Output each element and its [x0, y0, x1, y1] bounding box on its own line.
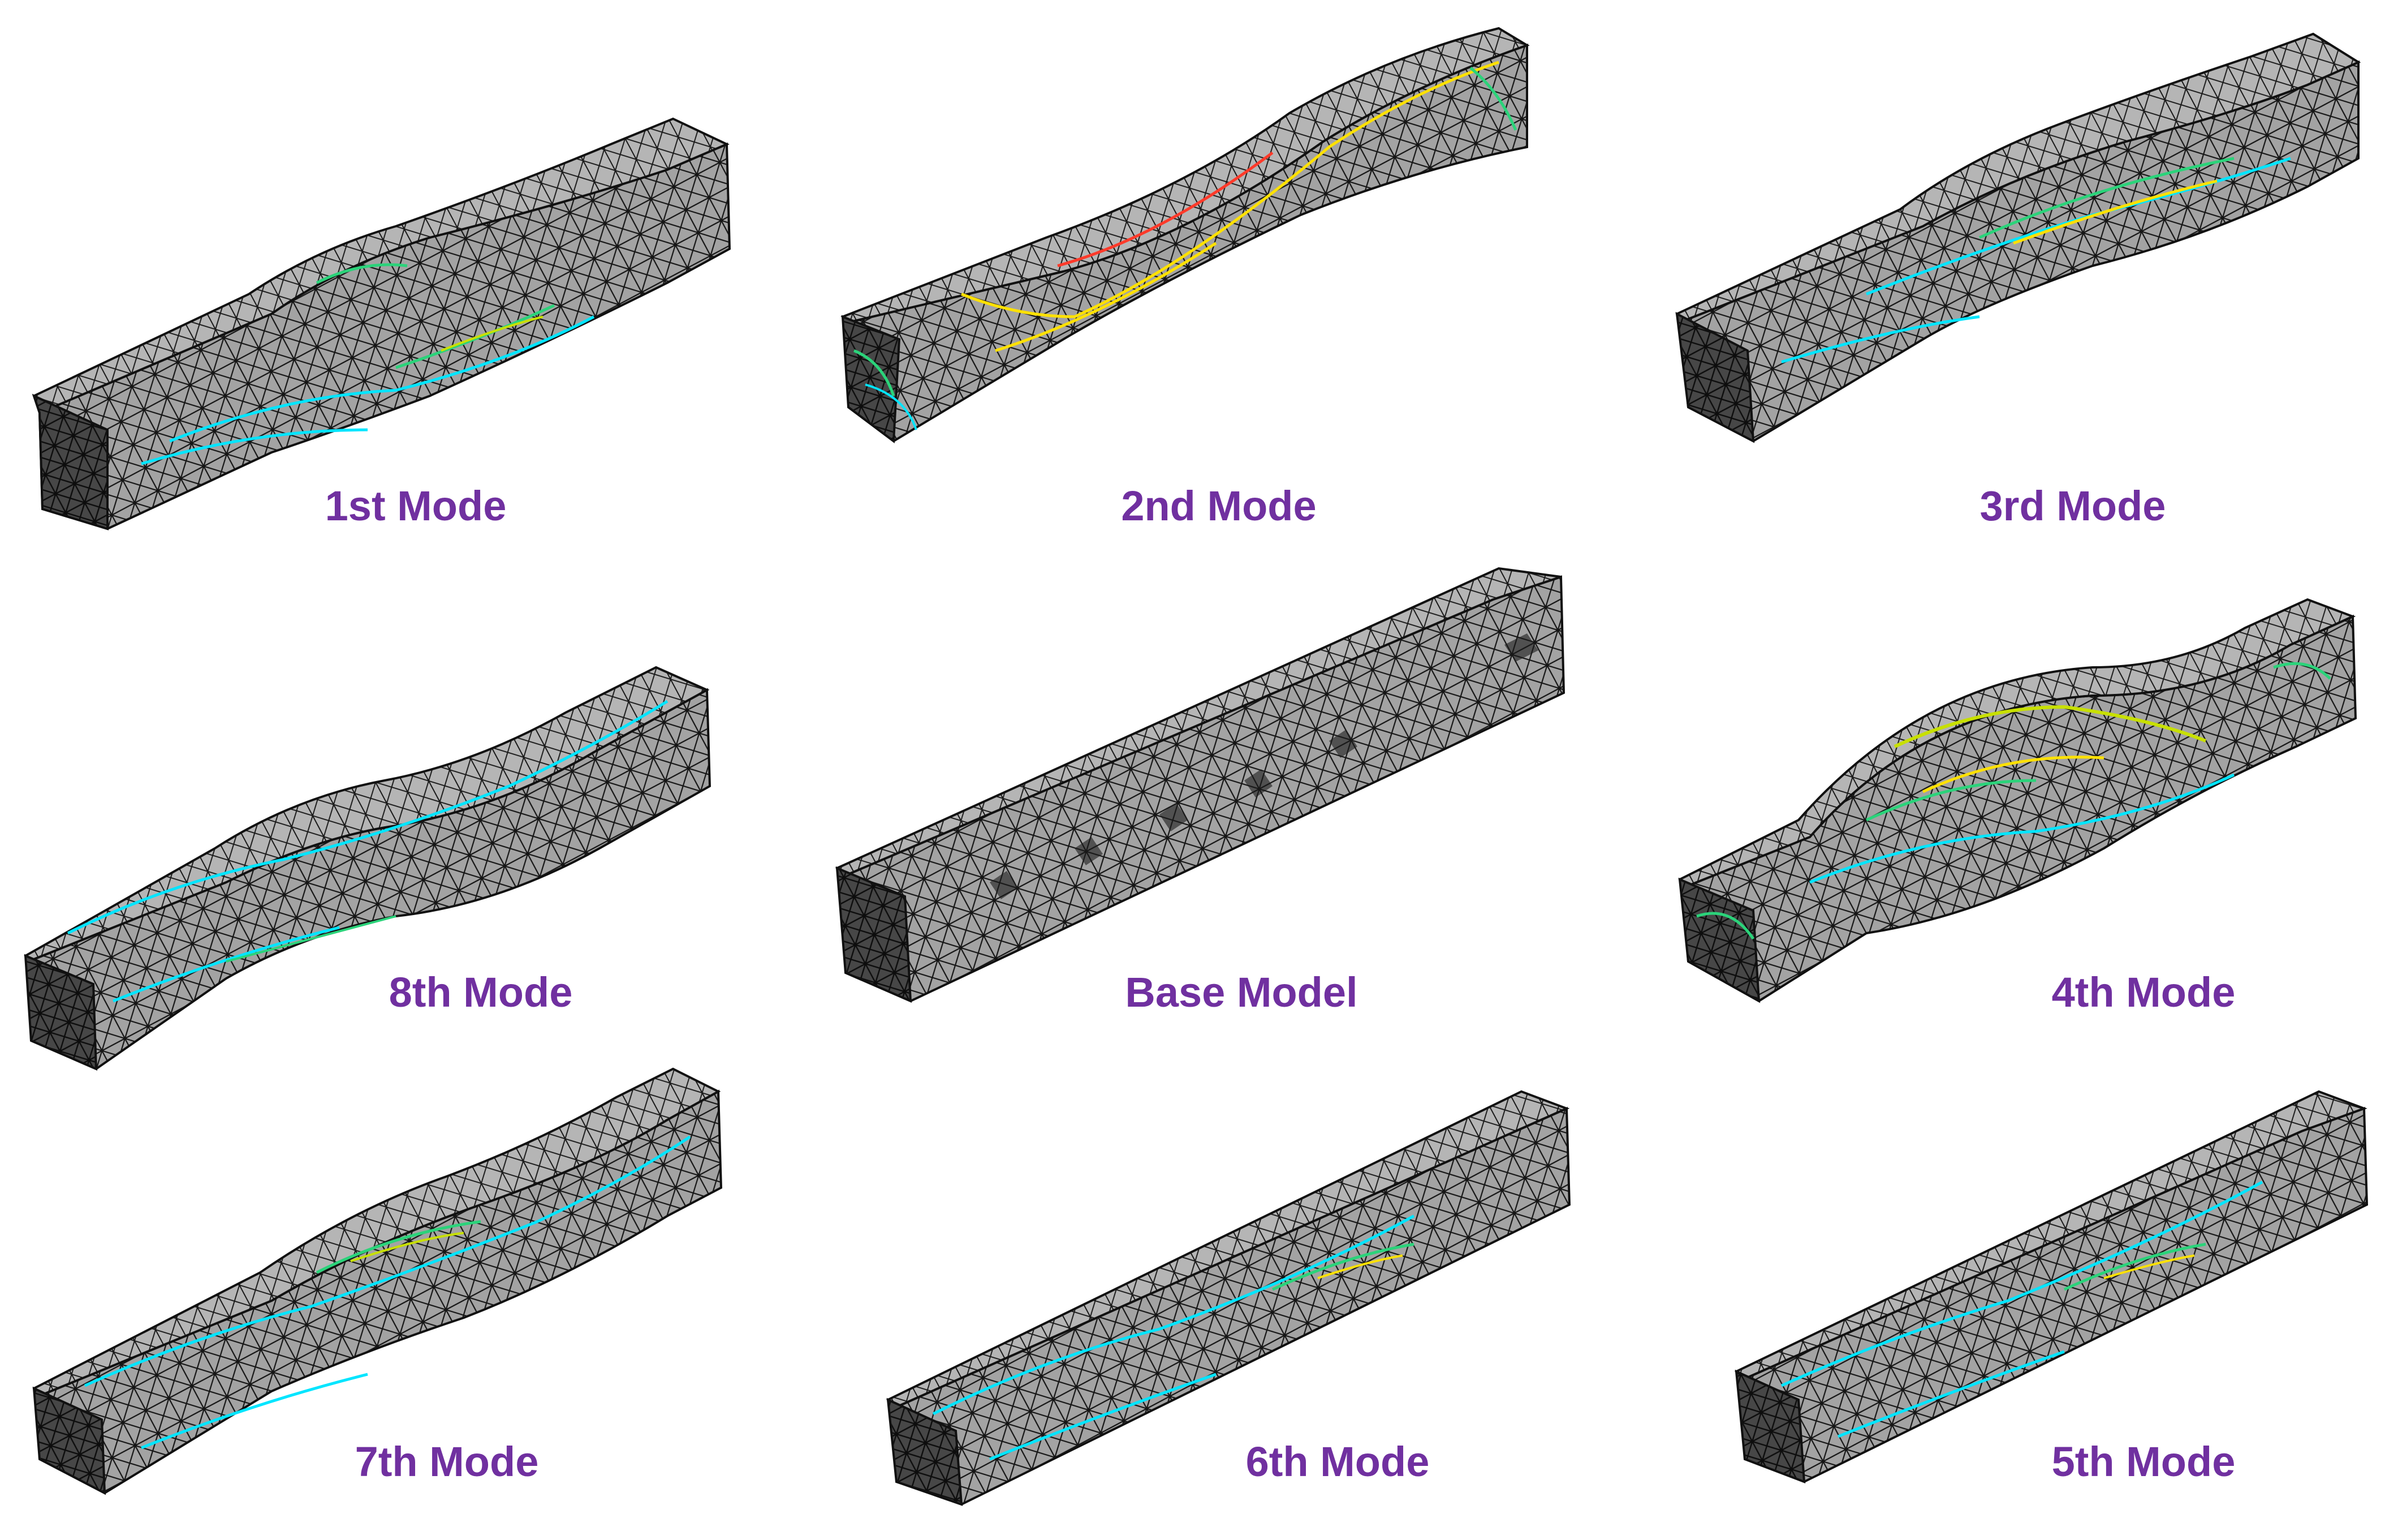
contour-line	[1317, 1254, 1403, 1279]
panel-label: Base Model	[1125, 969, 1357, 1016]
beam-end-face	[886, 1397, 963, 1506]
beam-end-face	[32, 1386, 106, 1495]
beam-end-face	[1735, 1369, 1806, 1483]
contour-line	[961, 61, 1499, 352]
contour-line	[350, 1232, 464, 1262]
beam-end-face	[1675, 312, 1755, 443]
panel-mode-4: 4th Mode	[1678, 598, 2357, 1016]
contour-line	[2013, 179, 2218, 245]
beam-top-face	[32, 117, 730, 415]
contour-line	[441, 316, 544, 352]
contour-line	[1978, 157, 2235, 239]
beam-top-face	[1678, 598, 2356, 890]
beam-end-face	[1678, 877, 1761, 1003]
panel-label: 7th Mode	[355, 1438, 539, 1485]
beam-end-face	[32, 394, 109, 530]
contour-line	[316, 1220, 481, 1274]
beam-end-face	[835, 866, 912, 1003]
panel-mode-2: 2nd Mode	[840, 27, 1530, 529]
contour-line	[67, 700, 668, 1003]
beam-front-face	[1678, 60, 2360, 443]
contour-line	[1271, 1243, 1414, 1291]
contour-line	[2103, 1254, 2195, 1279]
panel-label: 8th Mode	[389, 969, 573, 1016]
contour-line	[1780, 1180, 2263, 1438]
panel-mode-8: 8th Mode	[24, 666, 711, 1071]
panel-label: 3rd Mode	[1980, 482, 2166, 529]
panel-mode-7: 7th Mode	[32, 1067, 723, 1495]
beam-front-face	[847, 44, 1528, 443]
beam-top-face	[32, 1067, 721, 1399]
contour-line	[2063, 1243, 2206, 1291]
contour-line	[1057, 151, 1274, 268]
contour-line	[1922, 756, 2104, 793]
contour-line	[932, 1214, 1415, 1461]
contour-line	[84, 1135, 691, 1450]
panel-label: 2nd Mode	[1121, 482, 1316, 529]
beam-front-face	[1681, 614, 2357, 1003]
beam-end-face	[24, 954, 98, 1071]
beam-end-face	[841, 314, 901, 443]
contour-line	[865, 383, 917, 430]
contour-line	[853, 67, 1517, 396]
contour-line	[226, 915, 396, 963]
beam-front-face	[892, 1106, 1571, 1506]
contour-line	[1809, 773, 2235, 884]
contour-line	[141, 315, 595, 465]
beam-front-face	[38, 143, 731, 530]
beam-top-face	[24, 666, 710, 963]
panel-label: 1st Mode	[325, 482, 507, 529]
panel-mode-6: 6th Mode	[886, 1090, 1571, 1506]
beam-front-face	[841, 575, 1565, 1003]
panel-label: 6th Mode	[1246, 1438, 1430, 1485]
beam-front-face	[1740, 1107, 2369, 1483]
contour-line	[1894, 705, 2207, 748]
beam-front-face	[35, 1089, 723, 1495]
panel-mode-5: 5th Mode	[1735, 1090, 2369, 1485]
beam-top-face	[1675, 32, 2361, 324]
panel-mode-1: 1st Mode	[32, 117, 731, 530]
contour-line	[1696, 662, 2331, 940]
panel-label: 4th Mode	[2052, 969, 2236, 1016]
beam-front-face	[27, 688, 711, 1071]
panel-base-model: Base Model	[835, 567, 1565, 1016]
beam-top-face	[840, 27, 1530, 324]
panel-mode-3: 3rd Mode	[1675, 32, 2361, 529]
panel-label: 5th Mode	[2052, 1438, 2236, 1485]
contour-line	[316, 263, 555, 369]
